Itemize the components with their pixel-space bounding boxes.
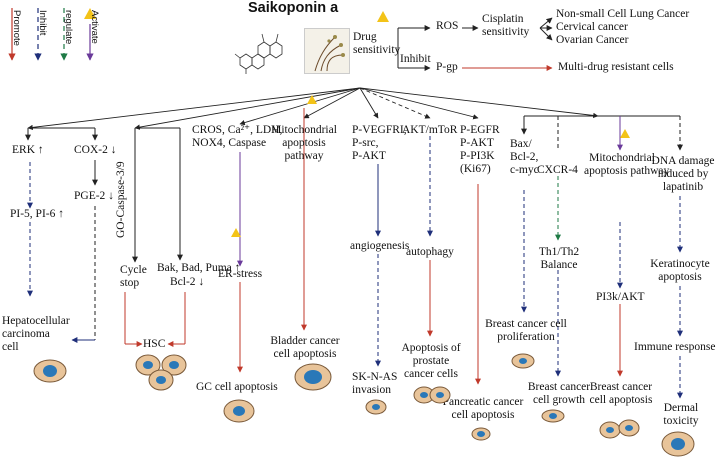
cell-icon [661,431,695,457]
molecule-icon [234,33,283,74]
cell-icon [599,419,640,439]
cox2-node: COX-2 ↓ [74,144,117,156]
legend-regulate: regulate [63,10,74,45]
hsc-branch [124,127,186,347]
legend-arrows [8,8,96,61]
cell-icon [413,386,451,404]
legend-inhibit: Inhibit [37,10,48,36]
pi3k-node: PI3k/AKT [596,291,645,303]
immune-node: Immune response [634,341,716,353]
aktm-node: AKT/mToR [402,124,458,136]
breast-branch [521,115,683,399]
fan-arrows [27,87,599,131]
pge2-node: PGE-2 ↓ [74,190,114,202]
legend-activate: Activate [89,10,100,44]
cell-icon [135,354,187,391]
diagram-title: Saikoponin a [248,0,339,16]
cell-icon [33,359,67,383]
cell-icon [223,399,255,423]
pvegfr-node: P-VEGFRI,P-src,P-AKT [352,124,407,162]
er-stress-node: ER-stress [218,268,263,280]
angiogenesis-node: angiogenesis [350,240,410,252]
ros-label: ROS [436,20,459,32]
hsc-node: HSC [143,338,166,350]
legend-promote: Promote [11,10,22,46]
hcc-branch [25,127,98,343]
cell-icon [365,399,387,415]
cros-node: CROS, Ca²⁺, LDH,NOX4, Caspase [192,124,283,149]
pi5-node: PI-5, PI-6 ↑ [10,208,64,220]
herb-icon [304,28,350,74]
inhibit-label: Inhibit [400,53,431,65]
bak-node: Bak, Bad, Puma ↑ [157,262,241,274]
go-caspase-node: GO-Caspase-3/9 [115,161,127,238]
warning-triangle-icon [231,11,630,237]
cxcr4-node: CXCR-4 [537,164,578,176]
erk-node: ERK ↑ [12,144,44,156]
cell-icon [541,409,565,423]
cell-icon [511,353,535,369]
bax-node: Bax/Bcl-2,c-myc [510,138,539,176]
autophagy-node: autophagy [406,246,454,258]
top-branch-arrows [397,17,553,71]
pgp-label: P-gp [436,61,458,73]
bcl2-node: Bcl-2 ↓ [170,276,205,288]
mdr-label: Multi-drug resistant cells [558,61,674,73]
cell-icon [294,363,332,391]
cell-icon [471,427,491,441]
gc-node: GC cell apoptosis [196,381,278,393]
